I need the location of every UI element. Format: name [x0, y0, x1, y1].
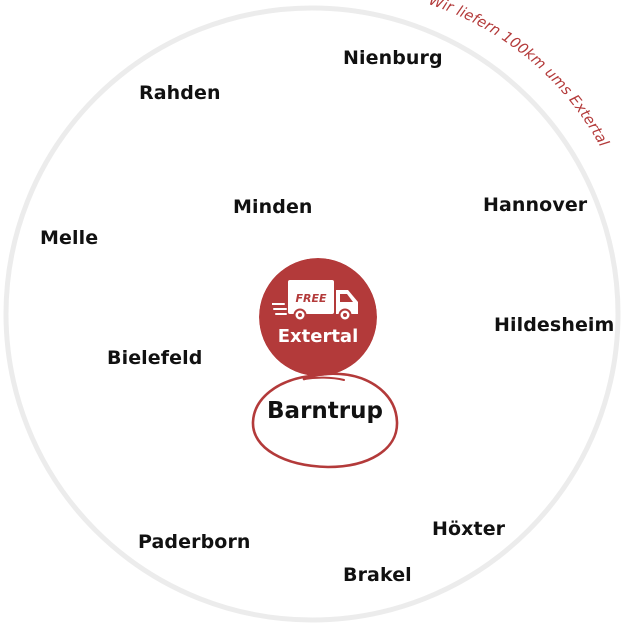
city-hildesheim: Hildesheim: [494, 314, 615, 336]
city-minden: Minden: [233, 196, 313, 218]
svg-text:Wir liefern 100km ums Extertal: Wir liefern 100km ums Extertal: [427, 0, 612, 150]
city-melle: Melle: [40, 227, 99, 249]
city-paderborn: Paderborn: [138, 531, 251, 553]
city-bielefeld: Bielefeld: [107, 347, 203, 369]
city-rahden: Rahden: [139, 82, 221, 104]
city-hoexter: Höxter: [432, 518, 506, 540]
city-brakel: Brakel: [343, 564, 412, 586]
city-hannover: Hannover: [483, 194, 588, 216]
extertal-label: Extertal: [277, 326, 359, 347]
delivery-truck-icon: FREE: [272, 280, 358, 322]
highlight-scribble: [251, 372, 399, 469]
free-tag: FREE: [295, 292, 326, 305]
city-nienburg: Nienburg: [343, 47, 443, 69]
delivery-note-text: Wir liefern 100km ums Extertal: [427, 0, 612, 150]
home-city-barntrup: Barntrup: [267, 398, 383, 424]
